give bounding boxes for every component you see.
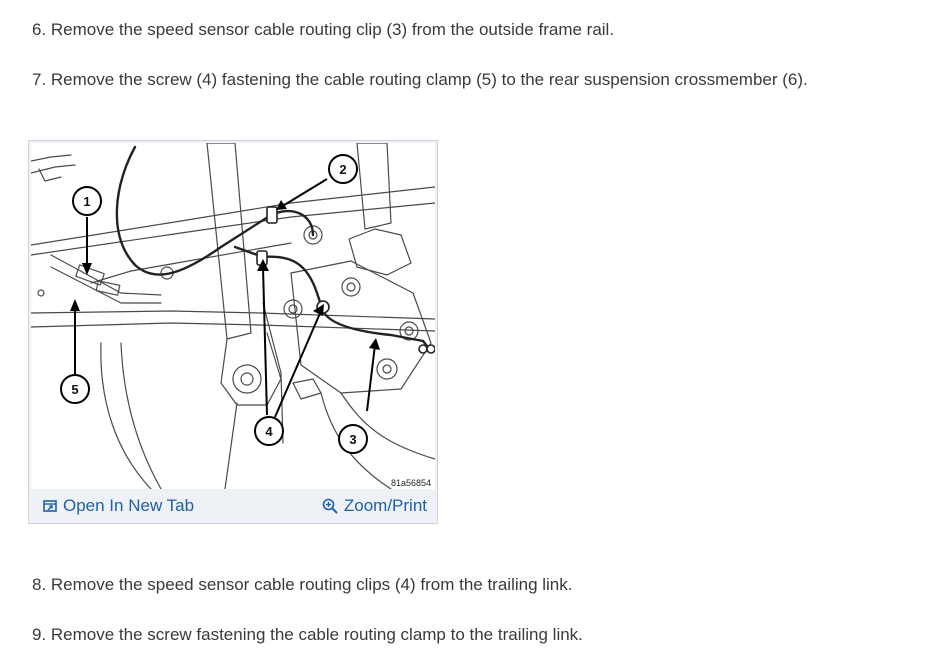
step-8-text: 8. Remove the speed sensor cable routing…: [32, 575, 573, 594]
step-6-text: 6. Remove the speed sensor cable routing…: [32, 20, 615, 39]
figure-id-label: 81a56854: [391, 478, 431, 488]
zoom-print-label: Zoom/Print: [343, 496, 427, 515]
step-9-text: 9. Remove the screw fastening the cable …: [32, 625, 583, 644]
figure-illustration[interactable]: 1 2 3 4 5 81a56854: [31, 143, 435, 489]
open-in-new-tab-link[interactable]: Open In New Tab: [43, 495, 194, 517]
callout-1: 1: [83, 194, 90, 209]
open-in-new-tab-label: Open In New Tab: [63, 496, 195, 515]
callout-4: 4: [265, 424, 273, 439]
zoom-print-link[interactable]: Zoom/Print: [322, 495, 427, 517]
figure-container: 1 2 3 4 5 81a56854 Open In New Tab: [28, 140, 438, 524]
zoom-in-icon: [322, 498, 338, 514]
callout-3: 3: [349, 432, 356, 447]
figure-toolbar: Open In New Tab Zoom/Print: [31, 490, 435, 522]
callout-2: 2: [339, 162, 346, 177]
callout-5: 5: [71, 382, 78, 397]
step-7-text: 7. Remove the screw (4) fastening the ca…: [32, 70, 808, 89]
open-in-new-tab-icon: [43, 499, 57, 513]
